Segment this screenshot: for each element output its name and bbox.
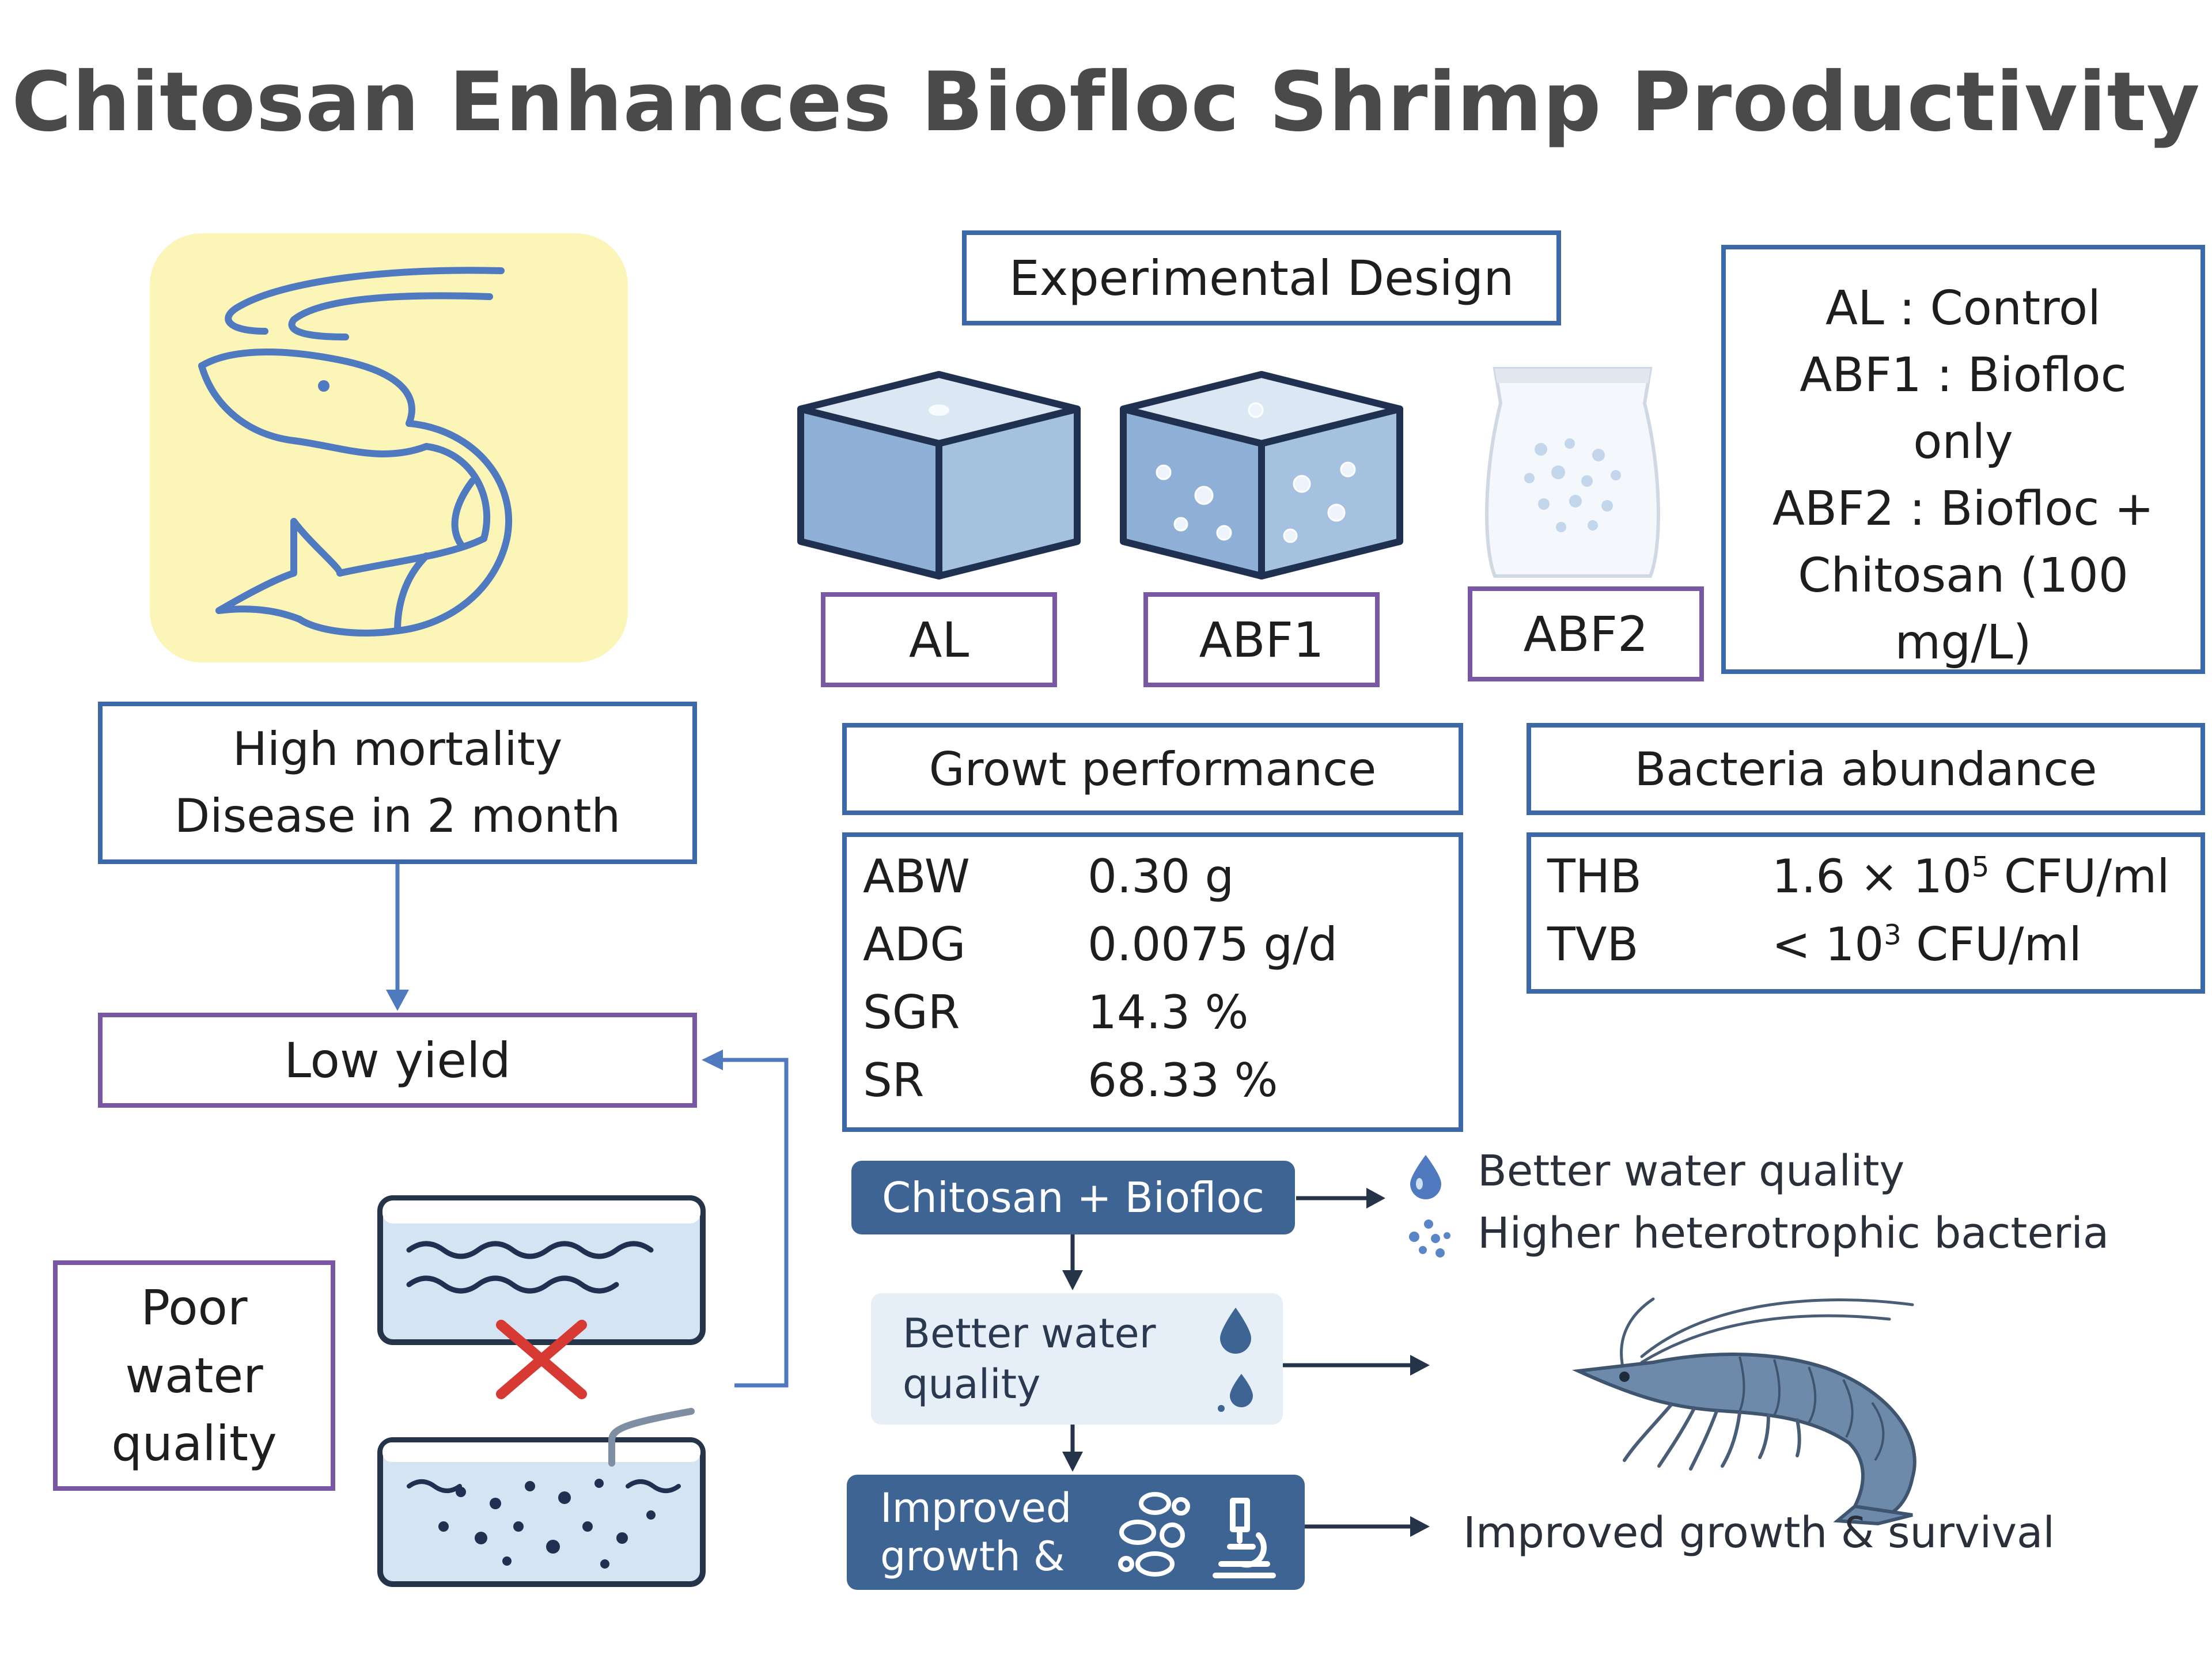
metric-sr-label: SR: [863, 1054, 925, 1107]
growth-metrics-box: ABW 0.30 g ADG 0.0075 g/d SGR 14.3 % SR …: [842, 832, 1463, 1132]
flow-start-text: Chitosan + Biofloc: [882, 1173, 1264, 1222]
red-x-icon: [496, 1320, 587, 1399]
metric-thb-unit: CFU/ml: [1989, 850, 2170, 903]
bacteria-metrics-box: THB 1.6 × 105 CFU/ml TVB < 103 CFU/ml: [1527, 832, 2205, 994]
treatment-abf1-text: ABF1: [1199, 611, 1324, 668]
metric-sgr-value: 14.3 %: [1088, 986, 1249, 1039]
bacteria-header: Bacteria abundance: [1527, 723, 2205, 815]
legend-line-abf2-cont: Chitosan (100: [1798, 548, 2128, 603]
metric-thb-value: 1.6 × 105 CFU/ml: [1772, 850, 2169, 903]
legend-line-abf1: ABF1 : Biofloc: [1800, 348, 2127, 403]
mortality-box: High mortality Disease in 2 month: [98, 702, 697, 864]
poor-water-line-3: quality: [111, 1415, 277, 1472]
treatment-legend: AL : Control ABF1 : Biofloc only ABF2 : …: [1721, 245, 2205, 674]
poor-water-line-2: water: [125, 1347, 263, 1404]
page-title: Chitosan Enhances Biofloc Shrimp Product…: [12, 55, 2200, 150]
poor-water-box: Poor water quality: [53, 1260, 335, 1491]
flow-start-box: Chitosan + Biofloc: [851, 1161, 1295, 1234]
metric-adg-value: 0.0075 g/d: [1088, 918, 1338, 971]
mortality-line-2: Disease in 2 month: [174, 789, 621, 843]
flow-mid-line-2: quality: [903, 1361, 1041, 1408]
treatment-abf1-label: ABF1: [1143, 592, 1380, 687]
flow-end-box: Improved growth &: [847, 1475, 1305, 1590]
bacteria-header-text: Bacteria abundance: [1634, 742, 2097, 796]
metric-thb-exp: 5: [1971, 851, 1990, 884]
metric-tvb-base: < 10: [1772, 918, 1884, 971]
flow-end-line-2: growth &: [880, 1533, 1065, 1580]
experimental-design-label: Experimental Design: [1009, 249, 1514, 306]
shrimp-icon: [1571, 1297, 1916, 1526]
metric-thb-label: THB: [1547, 850, 1642, 903]
bacteria-dots-icon: [1409, 1219, 1450, 1257]
metric-tvb-label: TVB: [1547, 918, 1639, 971]
metric-abw-value: 0.30 g: [1088, 850, 1234, 903]
flow-end-line-1: Improved: [880, 1484, 1072, 1532]
legend-line-abf2: ABF2 : Biofloc +: [1772, 482, 2154, 536]
metric-abw-label: ABW: [863, 850, 970, 903]
water-comparison-icon: [377, 1195, 706, 1587]
metric-tvb-value: < 103 CFU/ml: [1772, 918, 2082, 971]
metric-sgr-label: SGR: [863, 986, 960, 1039]
flow-mid-box: Better water quality: [871, 1293, 1283, 1425]
mortality-line-1: High mortality: [232, 722, 563, 776]
low-yield-text: Low yield: [284, 1032, 511, 1089]
metric-thb-base: 1.6 × 10: [1772, 850, 1972, 903]
legend-line-abf2-unit: mg/L): [1895, 615, 2032, 670]
water-drop-icon: [1410, 1155, 1441, 1199]
treatment-abf2-text: ABF2: [1523, 605, 1649, 662]
microscope-icon: [1213, 1498, 1276, 1578]
chitosan-bag-icon: [1485, 367, 1660, 578]
flow-mid-line-1: Better water: [903, 1310, 1156, 1357]
final-outcome-text: Improved growth & survival: [1463, 1508, 2055, 1558]
bacteria-cluster-icon: [1118, 1492, 1190, 1577]
tank-abf1-icon: [1120, 371, 1403, 579]
metric-tvb-exp: 3: [1884, 919, 1902, 952]
growth-header: Growt performance: [842, 723, 1463, 815]
legend-line-al: AL : Control: [1825, 281, 2101, 336]
legend-line-abf1-cont: only: [1913, 415, 2013, 469]
water-drops-icon: [1218, 1308, 1253, 1412]
outcome-water-quality: Better water quality: [1478, 1146, 1905, 1196]
treatment-al-label: AL: [821, 592, 1057, 687]
experimental-design-header: Experimental Design: [962, 230, 1561, 325]
outcome-heterotrophic-bacteria: Higher heterotrophic bacteria: [1478, 1209, 2109, 1258]
tank-al-icon: [797, 371, 1081, 579]
metric-tvb-unit: CFU/ml: [1901, 918, 2082, 971]
treatment-abf2-label: ABF2: [1468, 586, 1704, 681]
growth-header-text: Growt performance: [929, 742, 1377, 796]
metric-adg-label: ADG: [863, 918, 966, 971]
low-yield-box: Low yield: [98, 1013, 697, 1108]
metric-sr-value: 68.33 %: [1088, 1054, 1278, 1107]
shrimp-outline-icon: [198, 267, 513, 637]
shrimp-icon-panel: [150, 233, 628, 662]
treatment-al-text: AL: [908, 611, 969, 668]
poor-water-line-1: Poor: [141, 1279, 248, 1336]
